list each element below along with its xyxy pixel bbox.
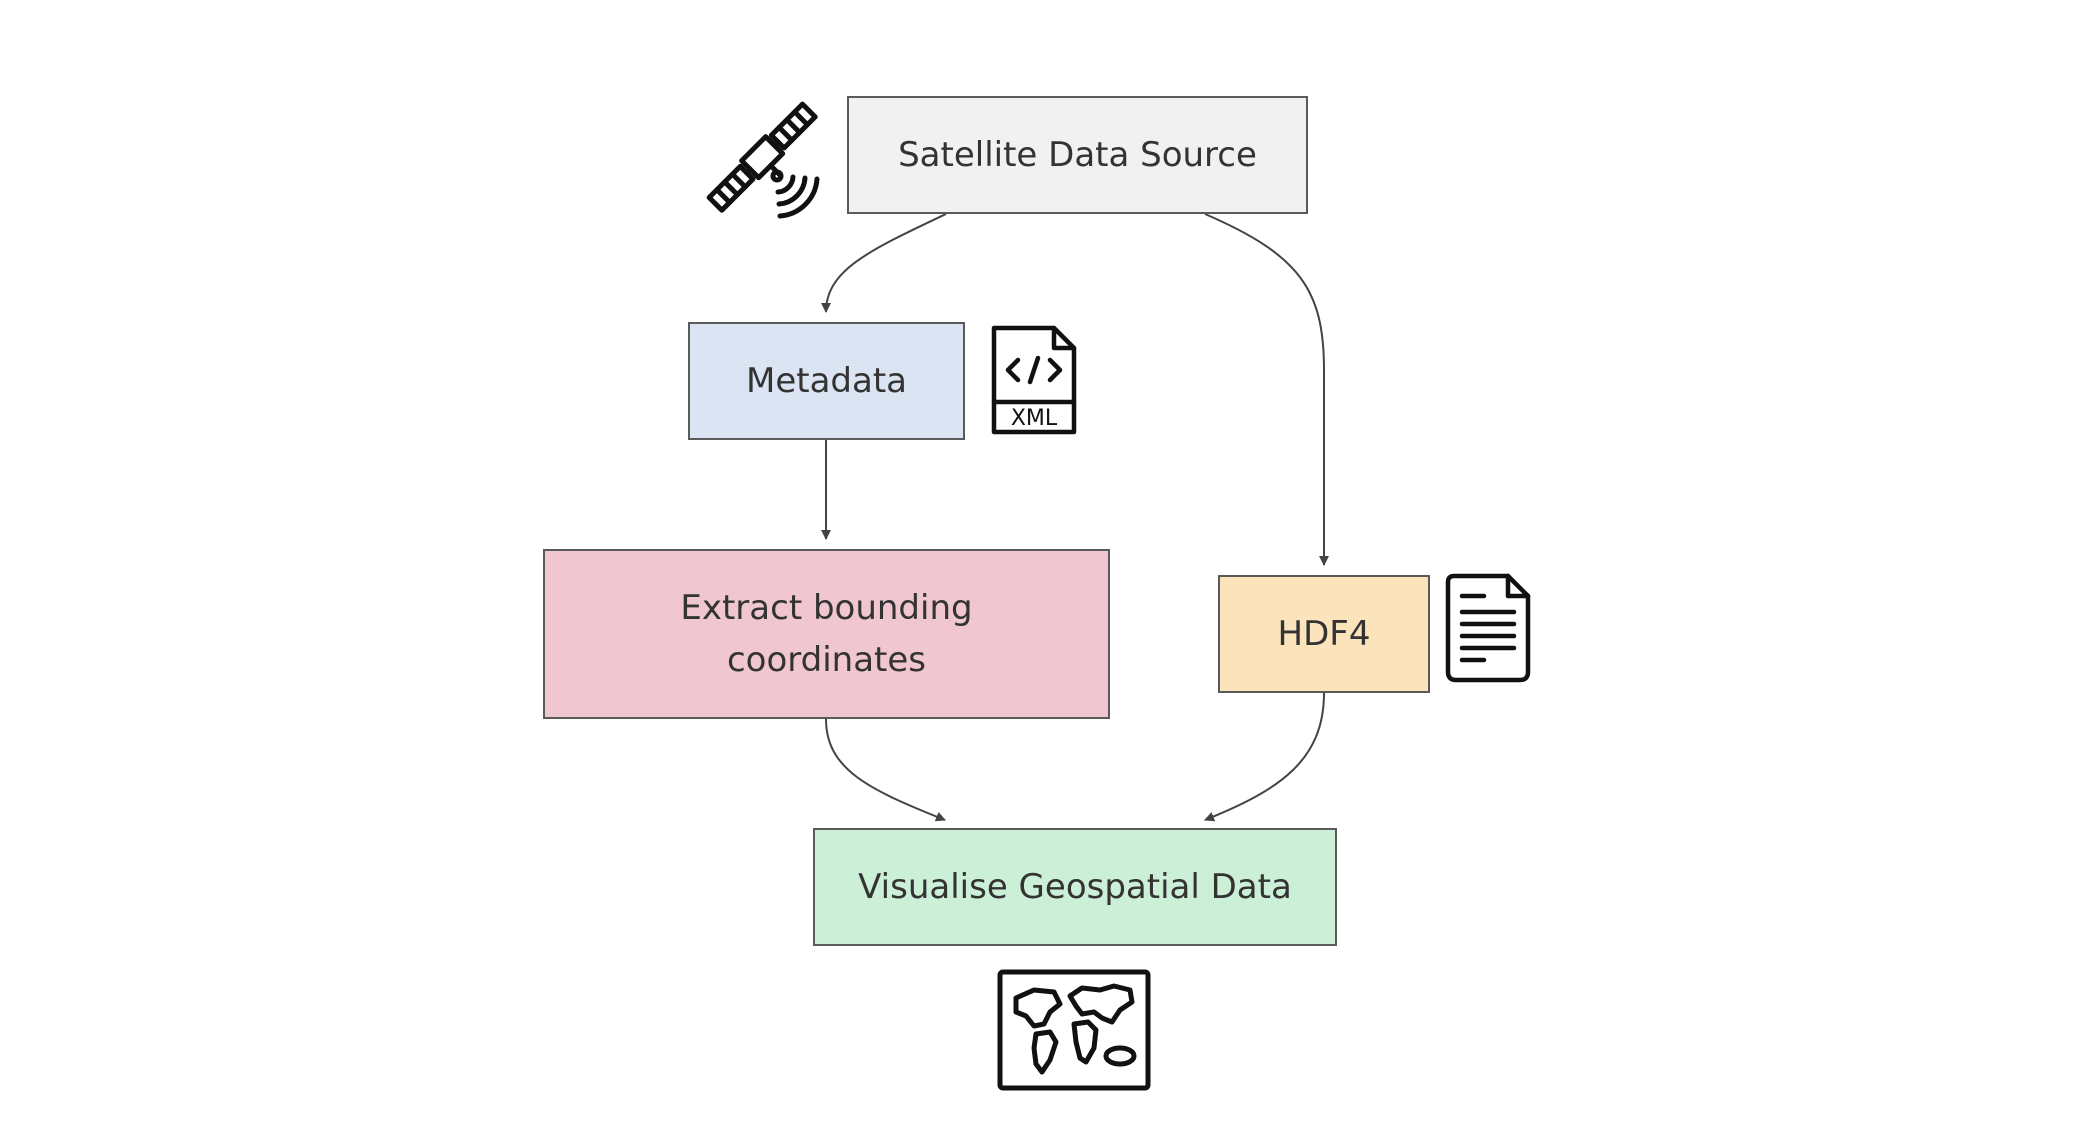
node-hdf4-label: HDF4	[1277, 614, 1371, 654]
edge-satellite-hdf4	[1204, 213, 1329, 566]
node-extract-label: Extract bounding coordinates	[680, 588, 973, 680]
xml-icon-label: XML	[1011, 406, 1058, 431]
node-metadata-label: Metadata	[745, 361, 907, 401]
node-satellite-data-source: Satellite Data Source	[847, 96, 1308, 214]
xml-file-icon: XML	[991, 325, 1077, 435]
edge-satellite-metadata	[821, 213, 947, 313]
node-extract-bounding-coordinates: Extract bounding coordinates	[543, 549, 1110, 719]
node-metadata: Metadata	[688, 322, 965, 440]
world-map-icon	[997, 969, 1151, 1091]
node-satellite-label: Satellite Data Source	[898, 135, 1257, 175]
edge-extract-visualise	[825, 718, 946, 822]
document-icon	[1445, 573, 1531, 683]
satellite-icon	[706, 101, 820, 219]
edge-hdf4-visualise	[1204, 692, 1325, 822]
node-visualise-label: Visualise Geospatial Data	[858, 867, 1292, 907]
node-hdf4: HDF4	[1218, 575, 1430, 693]
node-visualise-geospatial-data: Visualise Geospatial Data	[813, 828, 1337, 946]
